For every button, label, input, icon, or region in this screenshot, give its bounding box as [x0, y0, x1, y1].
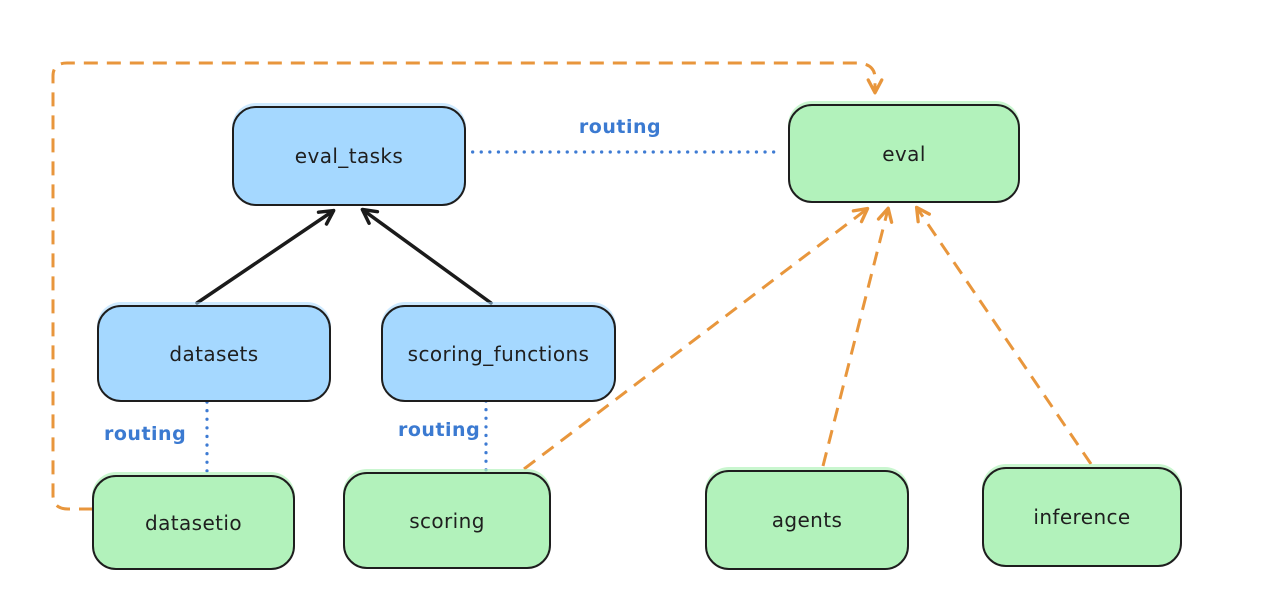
- node-inference-label: inference: [1033, 505, 1131, 529]
- edge-scoring-functions-to-eval-tasks: [360, 207, 493, 305]
- node-eval-tasks: eval_tasks: [232, 106, 466, 206]
- node-scoring-functions: scoring_functions: [381, 305, 616, 402]
- node-eval-label: eval: [882, 141, 926, 166]
- edge-agents-to-eval: [821, 206, 894, 467]
- edge-label-routing-eval-tasks-eval: routing: [578, 116, 662, 138]
- node-datasetio-label: datasetio: [144, 510, 242, 535]
- node-datasets-label: datasets: [169, 341, 259, 366]
- edge-label-routing-datasets-datasetio: routing: [104, 423, 187, 445]
- node-agents: agents: [705, 470, 909, 570]
- edge-scoring-to-eval: [523, 206, 870, 471]
- node-inference: inference: [982, 467, 1182, 567]
- node-eval-tasks-label: eval_tasks: [294, 144, 404, 168]
- edge-inference-to-eval: [914, 205, 1093, 465]
- edge-datasetio-to-eval: [51, 61, 884, 511]
- edge-label-routing-scoring-functions-scoring: routing: [398, 419, 481, 441]
- node-scoring: scoring: [343, 472, 551, 569]
- node-scoring-functions-label: scoring_functions: [407, 341, 590, 366]
- node-datasets: datasets: [97, 305, 331, 402]
- node-eval: eval: [788, 104, 1020, 203]
- edge-datasets-to-eval-tasks: [195, 208, 336, 305]
- node-scoring-label: scoring: [409, 508, 485, 533]
- node-datasetio: datasetio: [92, 475, 295, 570]
- node-agents-label: agents: [771, 508, 843, 532]
